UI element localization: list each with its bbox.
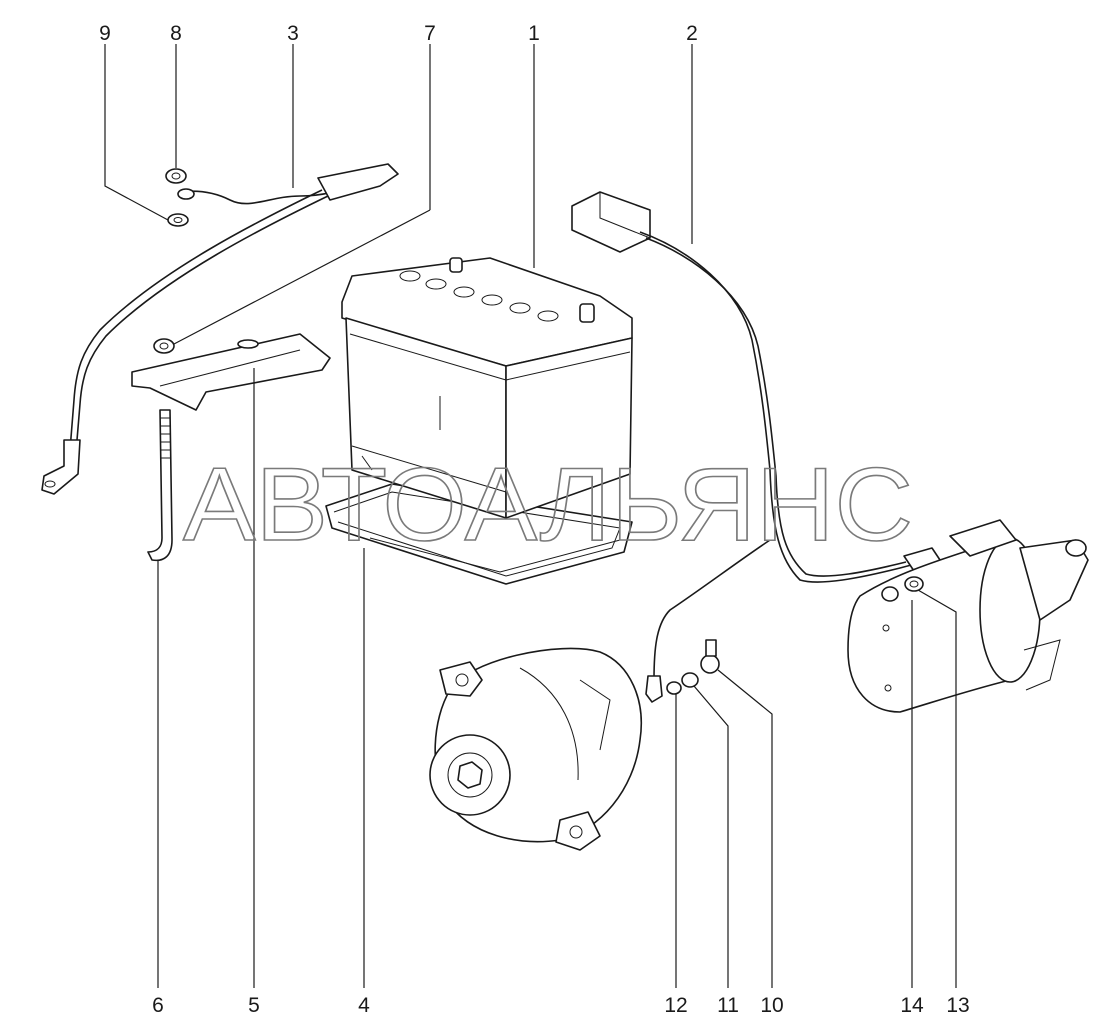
battery — [341, 257, 633, 519]
callout-2: 2 — [686, 22, 698, 45]
cable-lug — [700, 639, 720, 674]
lock-washer — [167, 213, 189, 227]
callout-labels: 1 2 3 4 5 6 7 8 9 10 11 12 13 14 — [99, 22, 970, 1017]
callout-9: 9 — [99, 22, 111, 45]
callout-5: 5 — [248, 994, 260, 1017]
callout-6: 6 — [152, 994, 164, 1017]
callout-8: 8 — [170, 22, 182, 45]
clamp-nut — [153, 338, 175, 354]
starter-motor — [847, 519, 1089, 713]
callout-14: 14 — [900, 994, 924, 1017]
j-bolt — [147, 409, 173, 562]
negative-cable — [41, 163, 399, 495]
battery-tray — [325, 483, 633, 585]
callout-7: 7 — [424, 22, 436, 45]
callout-1: 1 — [528, 22, 540, 45]
nut — [666, 681, 682, 695]
watermark-text: АВТОАЛЬЯНС — [183, 447, 913, 563]
washer — [681, 672, 699, 688]
callout-13: 13 — [946, 994, 969, 1017]
starter-nut — [881, 586, 899, 602]
positive-cable — [571, 191, 941, 703]
callout-4: 4 — [358, 994, 370, 1017]
callout-3: 3 — [287, 22, 299, 45]
starter-washer — [904, 576, 924, 592]
terminal-nut — [165, 168, 187, 184]
callout-11: 11 — [717, 994, 739, 1017]
callout-12: 12 — [664, 994, 687, 1017]
callout-10: 10 — [760, 994, 783, 1017]
alternator — [429, 647, 642, 851]
leader-lines — [104, 44, 957, 988]
hold-down-clamp — [131, 333, 331, 411]
